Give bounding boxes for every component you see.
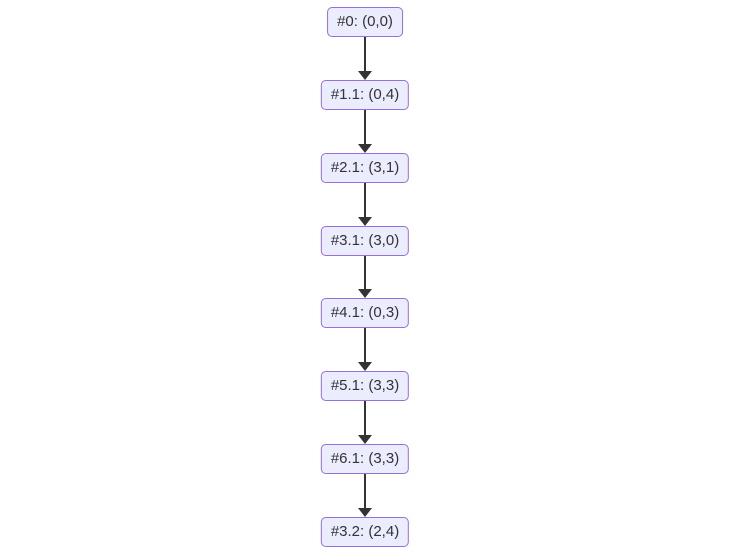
flowchart-node-n7: #3.2: (2,4) [320,517,410,547]
flowchart-node-n5: #5.1: (3,3) [320,371,410,401]
arrowhead-down-icon [358,71,372,80]
flowchart-node-n2: #2.1: (3,1) [320,153,410,183]
flowchart-node-n0: #0: (0,0) [327,7,403,37]
edge-arrow [358,37,372,80]
edge-arrow [358,401,372,444]
arrowhead-down-icon [358,362,372,371]
edge-arrow [358,474,372,517]
edge-line [364,183,366,218]
edge-arrow [358,256,372,298]
edge-line [364,328,366,363]
arrowhead-down-icon [358,508,372,517]
edge-line [364,37,366,72]
edge-arrow [358,328,372,371]
edge-arrow [358,183,372,226]
flowchart-node-n3: #3.1: (3,0) [320,226,410,256]
edge-line [364,401,366,436]
flowchart-node-n1: #1.1: (0,4) [320,80,410,110]
arrowhead-down-icon [358,435,372,444]
arrowhead-down-icon [358,217,372,226]
arrowhead-down-icon [358,144,372,153]
flowchart-node-n6: #6.1: (3,3) [320,444,410,474]
edge-line [364,110,366,145]
flowchart-node-n4: #4.1: (0,3) [320,298,410,328]
edge-arrow [358,110,372,153]
edge-line [364,256,366,290]
arrowhead-down-icon [358,289,372,298]
edge-line [364,474,366,509]
